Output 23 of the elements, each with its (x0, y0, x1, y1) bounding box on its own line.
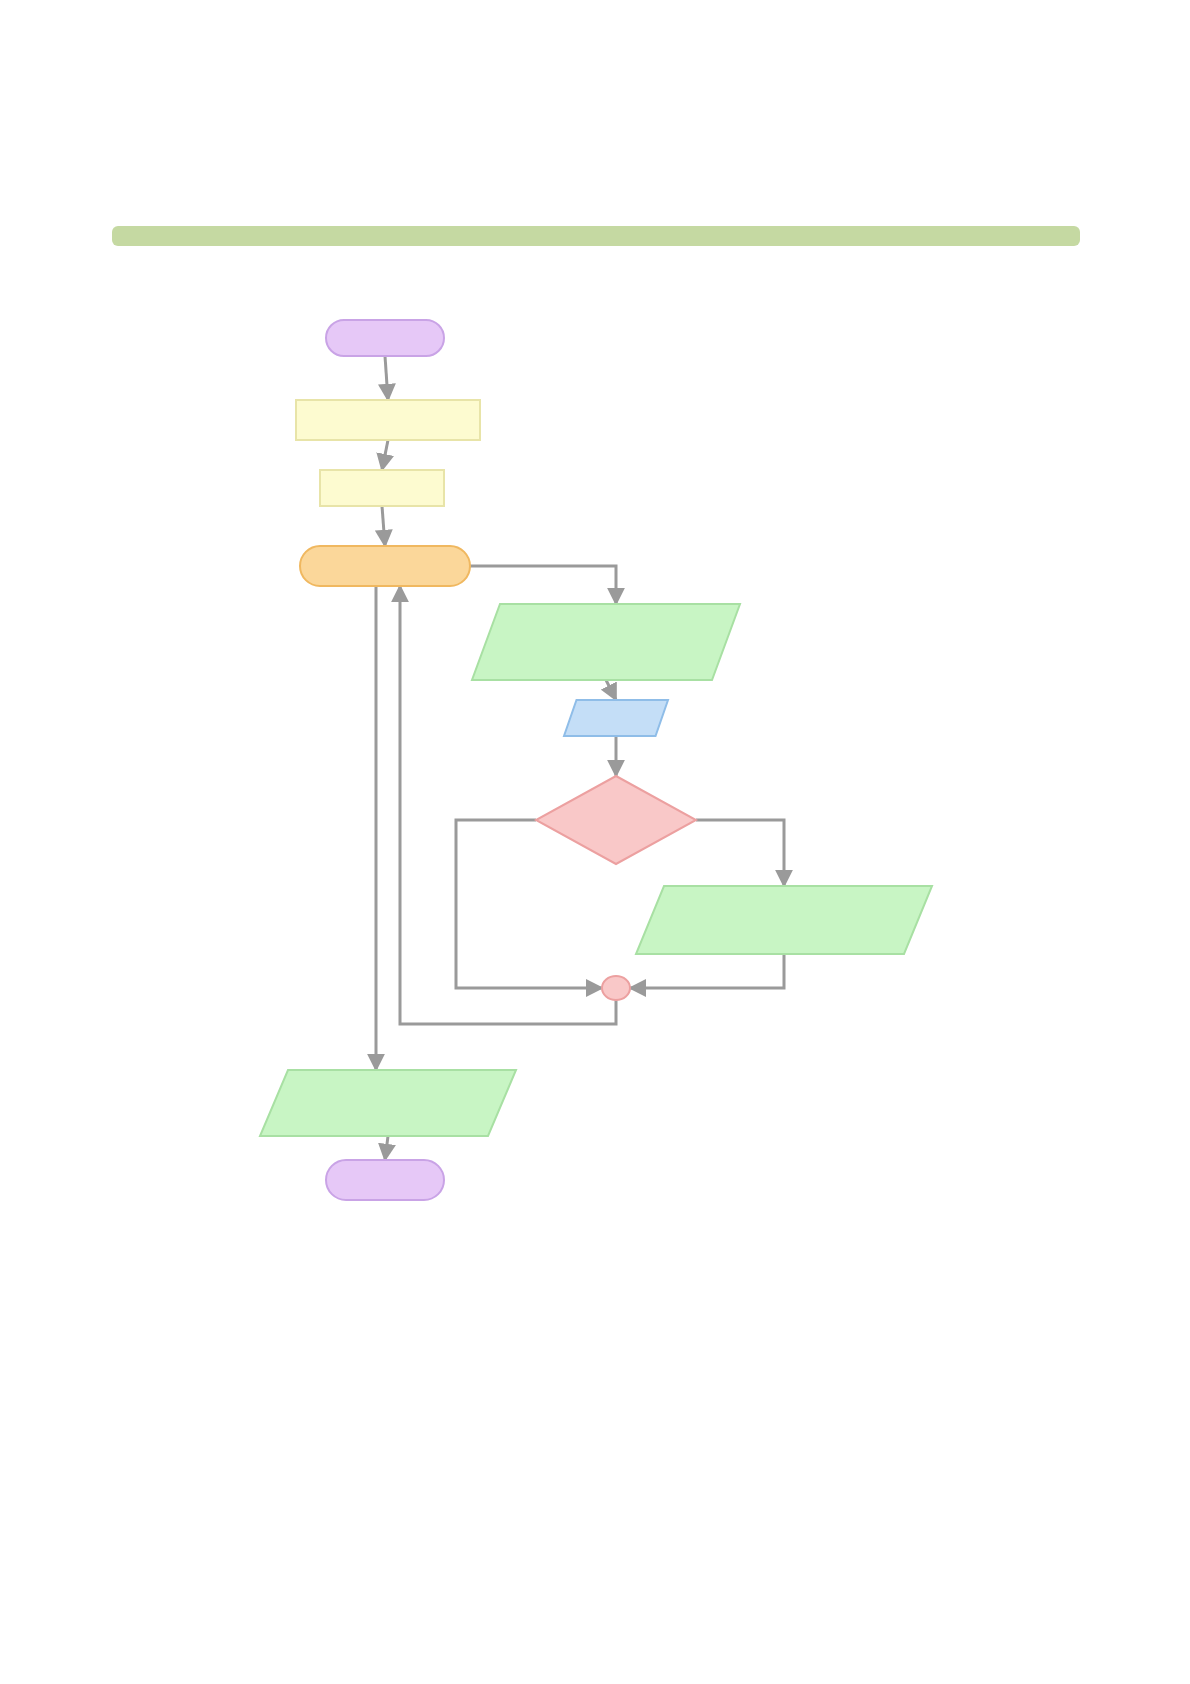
arrow (628, 954, 786, 997)
end-terminal (326, 1160, 444, 1200)
arrow (374, 505, 393, 548)
arrow (376, 439, 394, 472)
arrow (367, 586, 385, 1072)
io-parallelogram (636, 886, 932, 954)
process-box (320, 470, 444, 506)
arrow (607, 736, 625, 778)
arrow (378, 1135, 396, 1162)
arrow (600, 679, 618, 702)
merge-circle (602, 976, 630, 1000)
decision-diamond (536, 776, 696, 864)
loop-terminal (300, 546, 470, 586)
arrow (391, 584, 618, 1026)
process-box (296, 400, 480, 440)
arrow (454, 818, 604, 997)
io-parallelogram (564, 700, 668, 736)
arrow (696, 818, 793, 888)
arrow (377, 355, 396, 402)
io-parallelogram (472, 604, 740, 680)
start-terminal (326, 320, 444, 356)
arrow (470, 564, 625, 606)
io-parallelogram (260, 1070, 516, 1136)
